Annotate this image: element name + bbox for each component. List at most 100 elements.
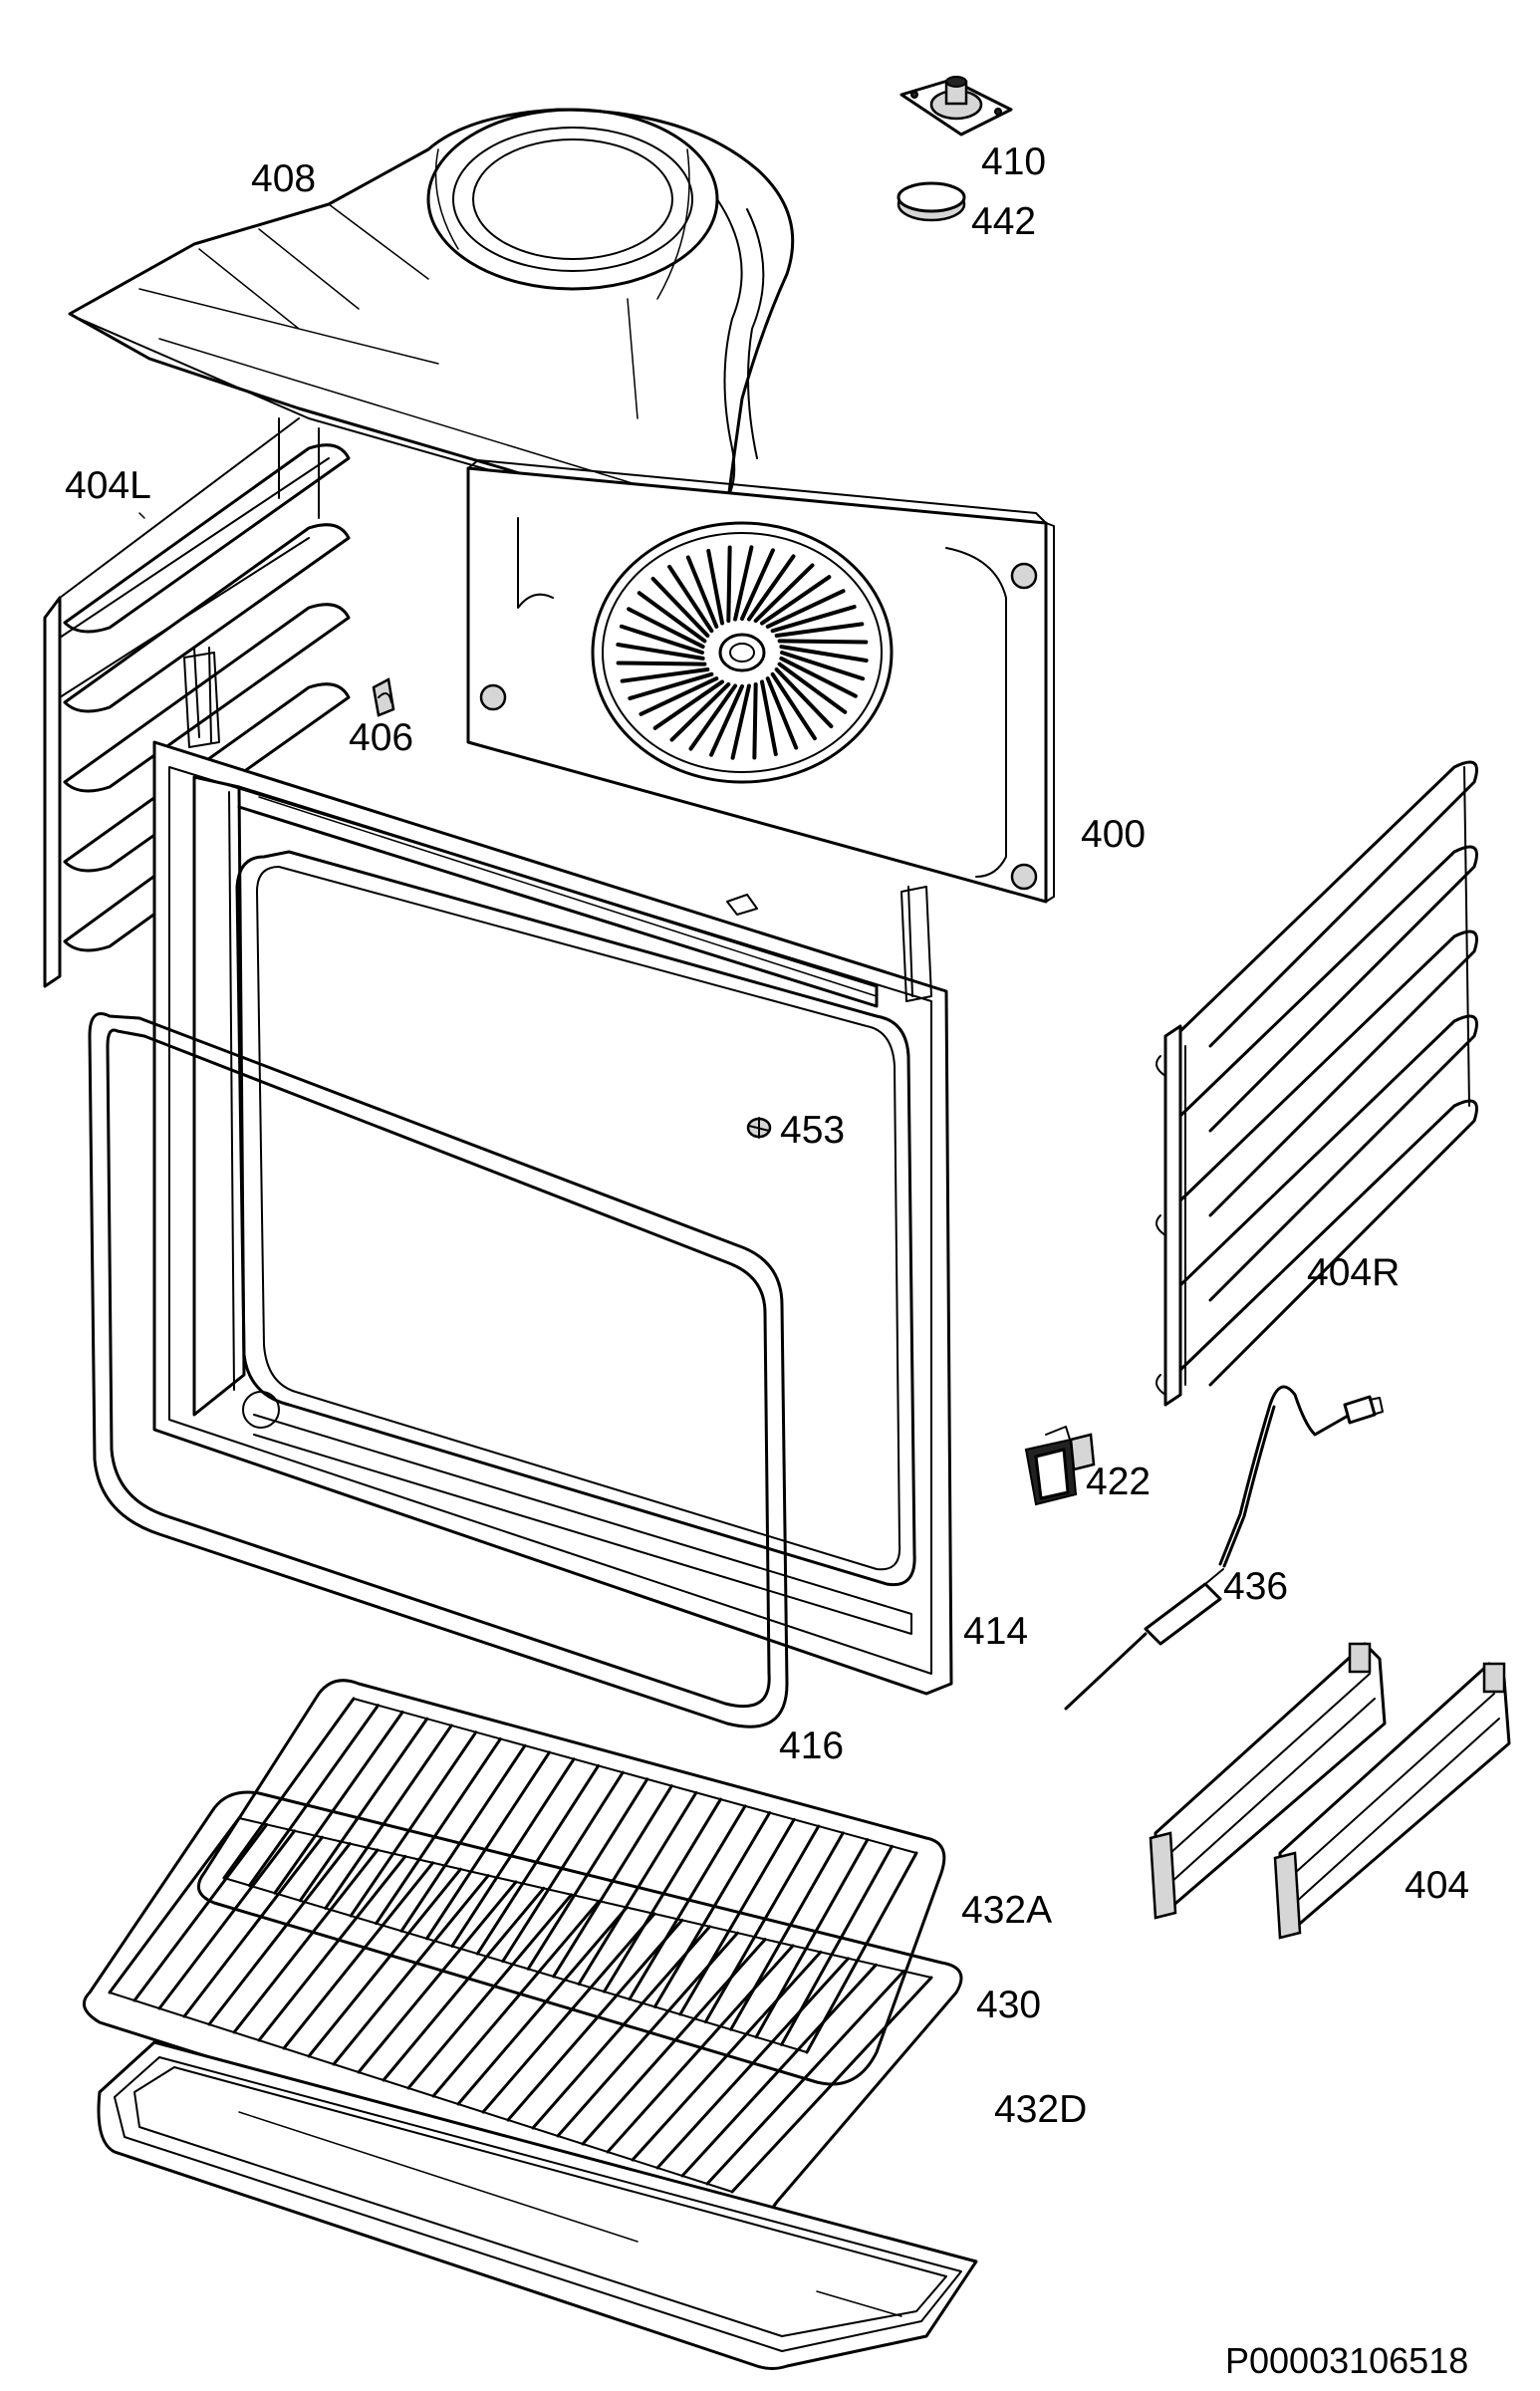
drawing-stroke (730, 683, 751, 760)
drawing-stroke (703, 1824, 821, 2024)
drawing-stroke (705, 1970, 905, 2186)
label-414: 414 (963, 1610, 1028, 1653)
drawing-stroke (774, 667, 834, 729)
part-404-telescopic-runners (1149, 1642, 1511, 1940)
drawing-stroke (247, 1704, 381, 1888)
drawing-stroke (746, 554, 796, 622)
drawing-stroke (332, 1874, 490, 2066)
drawing-stroke (685, 555, 719, 629)
drawing-stroke (753, 563, 815, 624)
drawing-stroke (740, 548, 775, 621)
drawing-stroke (779, 656, 858, 698)
part-453-screw (746, 1117, 772, 1139)
drawing-stroke (232, 1848, 380, 2034)
drawing-stroke (780, 651, 866, 681)
drawing-stroke (774, 622, 865, 638)
drawing-stroke (349, 1730, 478, 1918)
drawing-stroke (481, 1912, 656, 2114)
label-404: 404 (1405, 1864, 1469, 1907)
part-408-fan-cover (68, 108, 795, 530)
drawing-stroke (760, 679, 778, 757)
part-400-back-panel (466, 459, 1055, 904)
drawing-stroke (424, 1750, 552, 1941)
label-422: 422 (1086, 1461, 1151, 1503)
drawing-stroke (157, 1829, 297, 2010)
drawing-stroke (399, 1743, 527, 1933)
drawing-stroke (606, 1944, 795, 2154)
part-410-bearing (899, 76, 1013, 136)
drawing-stroke (655, 1957, 851, 2170)
drawing-stroke (628, 1804, 747, 2001)
part-406-clip (372, 677, 395, 717)
reference-code: P00003106518 (1225, 2340, 1468, 2381)
drawing-stroke (667, 564, 714, 634)
part-432A-wire-shelf (196, 1679, 946, 2086)
drawing-stroke (307, 1867, 462, 2058)
drawing-stroke (777, 639, 869, 645)
drawing-stroke (132, 1822, 269, 2002)
label-416: 416 (779, 1725, 844, 1767)
drawing-stroke (709, 684, 744, 757)
drawing-stroke (382, 1886, 546, 2082)
drawing-stroke (616, 643, 705, 661)
drawing-stroke (282, 1861, 435, 2050)
part-414-frame (152, 647, 953, 1696)
label-404L: 404L (65, 464, 151, 507)
label-404R: 404R (1307, 1251, 1400, 1294)
drawing-stroke (506, 1918, 684, 2122)
drawing-stroke (765, 589, 846, 629)
drawing-stroke (752, 681, 758, 760)
drawing-stroke (273, 1710, 404, 1895)
drawing-stroke (619, 624, 704, 655)
drawing-stroke (207, 1842, 352, 2026)
label-406: 406 (349, 716, 413, 759)
drawing-stroke (770, 605, 857, 634)
drawing-stroke (650, 576, 710, 638)
drawing-stroke (324, 1724, 453, 1910)
drawing-stroke (456, 1906, 629, 2106)
drawing-stroke (678, 1817, 796, 2016)
drawing-stroke (730, 1976, 933, 2194)
drawing-stroke (182, 1835, 324, 2018)
drawing-stroke (706, 548, 724, 626)
drawing-stroke (726, 545, 732, 624)
part-442-seal (897, 181, 966, 222)
drawing-stroke (760, 575, 832, 626)
drawing-stroke (531, 1925, 712, 2130)
drawing-stroke (729, 1831, 845, 2031)
drawing-stroke (406, 1893, 574, 2090)
drawing-stroke (450, 1757, 576, 1948)
drawing-stroke (108, 1816, 241, 1994)
drawing-stroke (631, 1950, 823, 2162)
drawing-stroke (652, 1811, 772, 2008)
drawing-stroke (639, 676, 719, 716)
label-430: 430 (976, 1984, 1041, 2026)
drawing-stroke (637, 591, 707, 644)
part-432D-baking-tray (97, 2040, 978, 2370)
drawing-stroke (765, 676, 799, 750)
drawing-stroke (556, 1931, 739, 2138)
part-436-sensor (1064, 1385, 1384, 1711)
drawing-stroke (770, 671, 817, 741)
label-453: 453 (780, 1109, 845, 1152)
drawing-stroke (431, 1899, 601, 2098)
label-442: 442 (971, 200, 1036, 243)
drawing-stroke (475, 1763, 601, 1956)
label-408: 408 (251, 157, 316, 200)
leader-lines (138, 512, 145, 519)
drawing-stroke (616, 661, 707, 666)
part-404R-right-shelf-support (1155, 760, 1478, 1407)
label-400: 400 (1081, 813, 1146, 856)
drawing-stroke (627, 607, 705, 650)
drawing-stroke (733, 545, 754, 622)
drawing-stroke (652, 679, 724, 730)
part-416-gasket (88, 1012, 789, 1728)
drawing-stroke (779, 645, 869, 663)
drawing-stroke (620, 667, 710, 683)
drawing-stroke (298, 1717, 429, 1903)
drawing-stroke (777, 662, 848, 714)
drawing-stroke (257, 1854, 407, 2042)
drawing-stroke (628, 671, 714, 700)
label-432A: 432A (961, 1889, 1052, 1932)
